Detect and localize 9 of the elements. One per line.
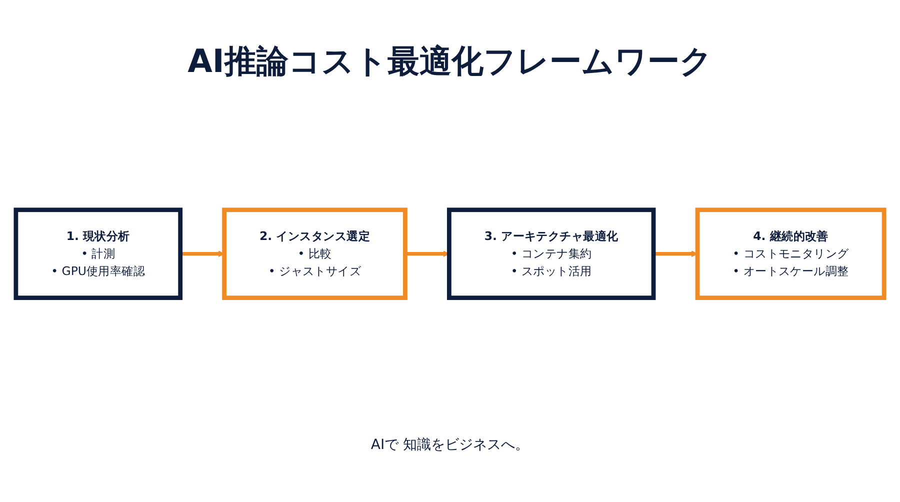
arrow <box>654 250 698 258</box>
node-box: 2. インスタンス選定 • 比較 • ジャストサイズ <box>222 208 408 300</box>
tagline-text: AIで 知識をビジネスへ。 <box>370 436 530 454</box>
node-box: 3. アーキテクチャ最適化 • コンテナ集約 • スポット活用 <box>446 208 656 300</box>
arrow <box>405 250 450 258</box>
node-box: 4. 継続的改善 • コストモニタリング • オートスケール調整 <box>695 208 886 300</box>
diagram-title: AI推論コスト最適化フレームワーク <box>186 41 714 82</box>
node-box: 1. 現状分析 • 計測 • GPU使用率確認 <box>14 208 183 300</box>
arrow <box>180 250 225 258</box>
